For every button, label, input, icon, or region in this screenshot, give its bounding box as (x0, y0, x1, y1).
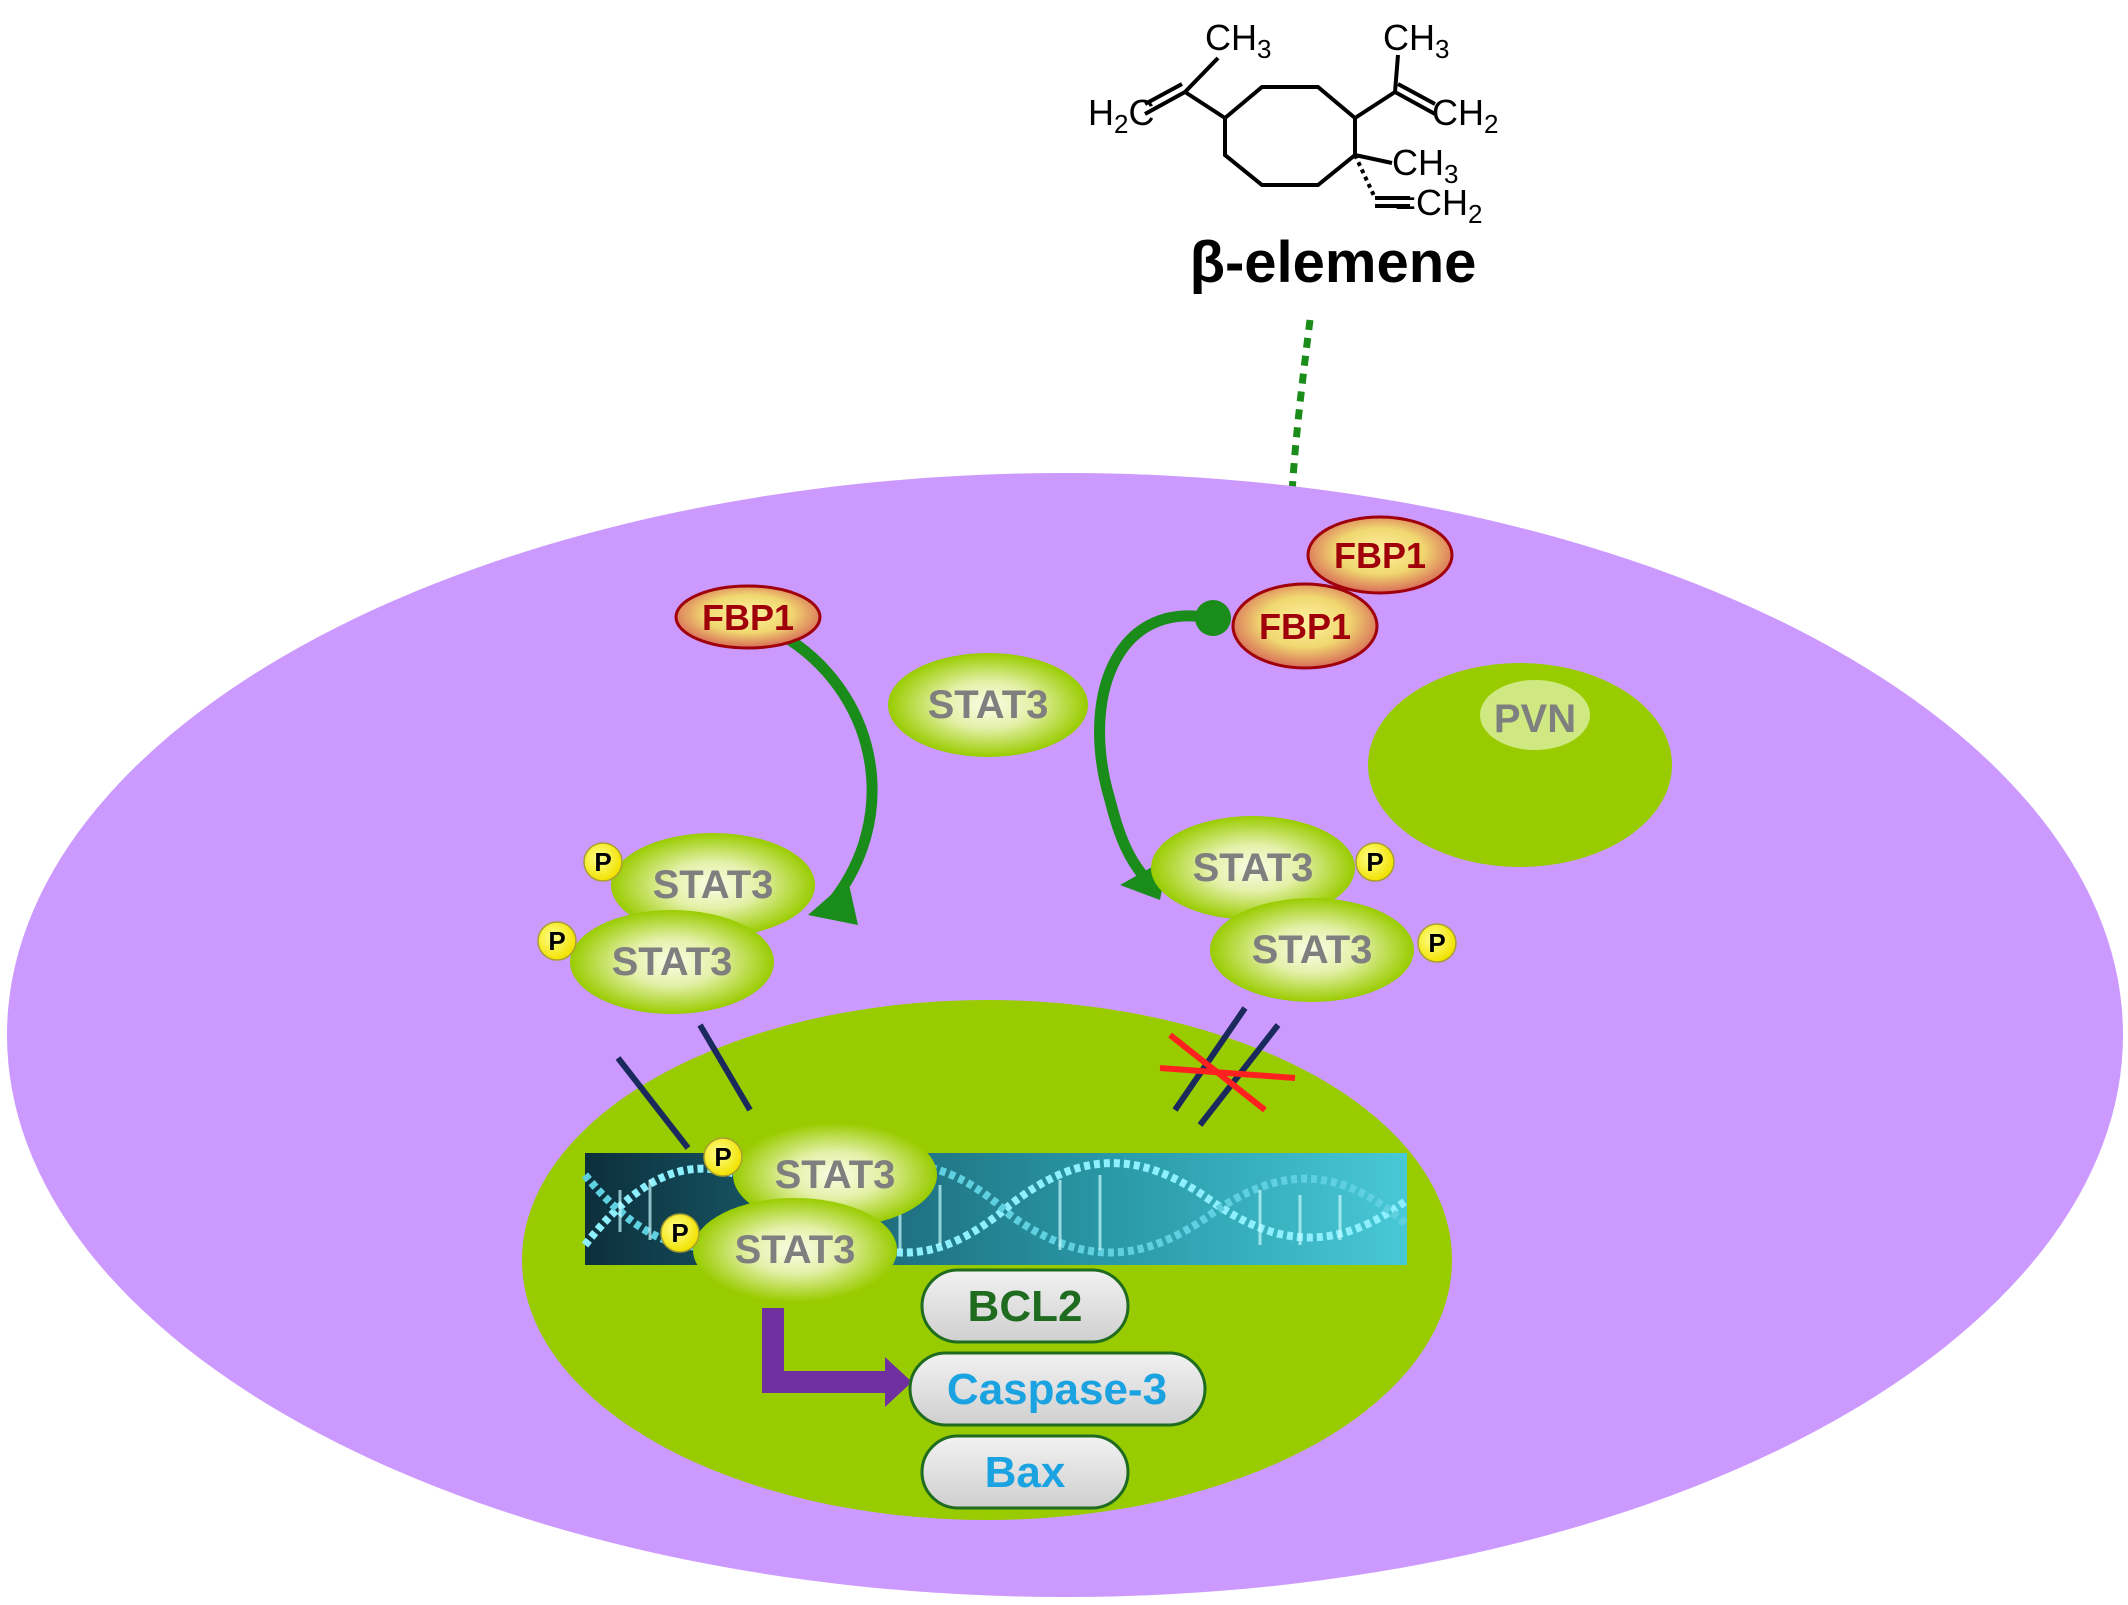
gene-bax: Bax (920, 1434, 1130, 1510)
translocation-line (1172, 1006, 1248, 1112)
beta-elemene-labels: CH3 CH3 H2C CH2 CH3 =CH2 β-elemene (1088, 17, 1498, 295)
fbp1-left-label: FBP1 (702, 597, 794, 638)
phospho-badge: P (537, 921, 577, 961)
gene-caspase-3-pill (908, 1351, 1207, 1427)
fbp1-right-bottom: FBP1 (1231, 582, 1379, 670)
fbp1-activation-arrow (786, 635, 878, 909)
bond (1353, 90, 1397, 120)
pvn-label: PVN (1494, 697, 1576, 741)
gene-bax-label: Bax (985, 1448, 1066, 1497)
pvn-highlight (1480, 680, 1590, 750)
pvn-organelle: PVN (1368, 663, 1672, 867)
stat3-left-top-label: STAT3 (653, 863, 774, 907)
fbp1-right-bottom-label: FBP1 (1259, 606, 1351, 647)
stat3-left-bottom-shape (570, 910, 774, 1014)
block-cross (1159, 1065, 1296, 1081)
phospho-label: P (671, 1218, 688, 1248)
stat3-dimer-right: STAT3 STAT3 P P (1151, 816, 1457, 1002)
ch3-quaternary: CH3 (1392, 142, 1458, 189)
fbp1-right-top-label: FBP1 (1334, 535, 1426, 576)
stat3-left-bottom-label: STAT3 (612, 940, 733, 984)
bond (1144, 82, 1183, 106)
bond (1144, 90, 1186, 116)
stat3-free: STAT3 (888, 653, 1088, 757)
bond (1183, 56, 1220, 94)
gene-bcl2-pill (920, 1268, 1130, 1344)
beta-elemene-structure (1144, 54, 1436, 208)
fbp1-inhibition-arrow (1094, 610, 1212, 882)
ch3-top-left: CH3 (1205, 17, 1271, 64)
fbp1-left-shape (674, 584, 822, 650)
translocation-line (615, 1056, 691, 1150)
stat3-free-shape (888, 653, 1088, 757)
phospho-label: P (1366, 847, 1383, 877)
ch2-right: CH2 (1432, 92, 1498, 139)
stat3-right-top-label: STAT3 (1193, 846, 1314, 890)
pvn-body (1368, 663, 1672, 867)
stat3-free-label: STAT3 (928, 683, 1049, 727)
stat3-dimer-left: STAT3 STAT3 P P (537, 833, 815, 1014)
stat3-nuclear-bottom-label: STAT3 (735, 1228, 856, 1272)
gene-bcl2: BCL2 (920, 1268, 1130, 1344)
cyclohexane-ring (1223, 85, 1357, 187)
gene-bax-pill (920, 1434, 1130, 1510)
stat3-nuclear-top-label: STAT3 (775, 1153, 896, 1197)
stat3-right-top-shape (1151, 816, 1355, 920)
gene-bcl2-label: BCL2 (968, 1282, 1083, 1331)
stat3-nuclear-bottom-shape (693, 1198, 897, 1302)
inhibition-dot (1195, 600, 1231, 636)
bond (1354, 153, 1393, 165)
bond (1353, 154, 1377, 199)
ch3-top-right: CH3 (1383, 17, 1449, 64)
gene-caspase-3-label: Caspase-3 (947, 1365, 1167, 1414)
phospho-label: P (714, 1142, 731, 1172)
stat3-right-bottom-shape (1210, 898, 1414, 1002)
bond (1394, 90, 1436, 116)
bond (1393, 54, 1400, 93)
fbp1-left: FBP1 (674, 584, 822, 650)
phospho-badge: P (1355, 842, 1395, 882)
h2c-left: H2C (1088, 92, 1154, 139)
transcription-arrow (762, 1308, 888, 1393)
compound-name: β-elemene (1190, 230, 1477, 295)
fbp1-right-top: FBP1 (1306, 515, 1454, 595)
bond (1397, 82, 1436, 106)
bond (1183, 90, 1227, 120)
transcription-arrowhead (885, 1357, 912, 1407)
fbp1-right-top-shape (1306, 515, 1454, 595)
translocation-line (697, 1023, 753, 1112)
phospho-label: P (1428, 928, 1445, 958)
dna-strand-1 (581, 1159, 1410, 1257)
vinyl-ch2: =CH2 (1395, 182, 1483, 229)
phospho-label: P (548, 926, 565, 956)
phospho-badge: P (1417, 923, 1457, 963)
translocation-left (615, 1023, 753, 1150)
fbp1-right-bottom-shape (1231, 582, 1379, 670)
translocation-right-blocked (1159, 1006, 1296, 1127)
phospho-label: P (594, 847, 611, 877)
phospho-badge: P (660, 1213, 700, 1253)
stat3-dimer-nuclear: STAT3 STAT3 P P (660, 1123, 937, 1302)
gene-caspase-3: Caspase-3 (908, 1351, 1207, 1427)
stat3-right-bottom-label: STAT3 (1252, 928, 1373, 972)
fbp1-activation-arrowhead (808, 880, 858, 925)
phospho-badge: P (583, 842, 623, 882)
phospho-badge: P (703, 1137, 743, 1177)
